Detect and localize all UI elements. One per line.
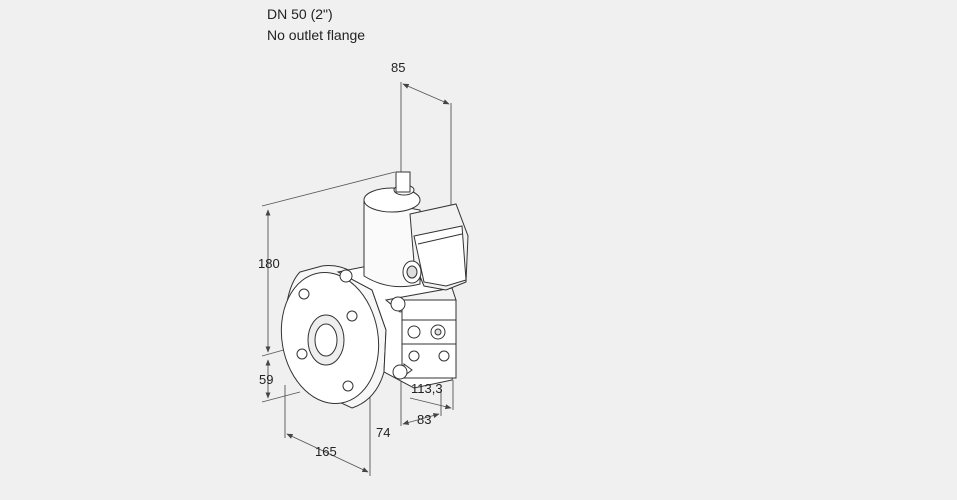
- dim-top-width: 85: [391, 60, 405, 75]
- product-subtitle: No outlet flange: [267, 27, 366, 43]
- dim-flange-width: 165: [315, 444, 337, 459]
- dim-body-offset: 113,3: [411, 381, 443, 396]
- dim-flange-depth: 74: [376, 425, 390, 440]
- dimension-lines: [261, 82, 454, 476]
- valve-body: [280, 171, 469, 409]
- dim-height-axis: 59: [259, 372, 273, 387]
- dim-body-depth: 83: [417, 412, 431, 427]
- dim-height-total: 180: [258, 256, 280, 271]
- product-title: DN 50 (2"): [267, 6, 333, 22]
